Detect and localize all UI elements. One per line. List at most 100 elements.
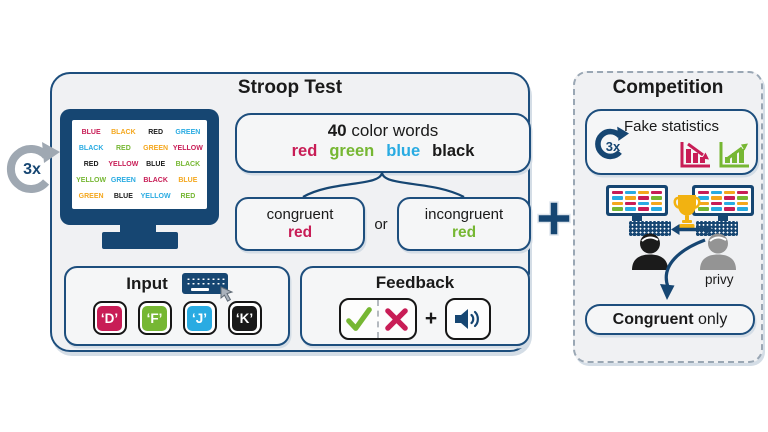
input-box: Input ‘D’ ‘F’ ‘J’ ‘K’ <box>64 266 290 346</box>
screen-cell <box>651 207 662 211</box>
keycap-label: ‘J’ <box>187 305 212 331</box>
repeat-count: 3x <box>23 161 41 178</box>
branch-connector-icon <box>302 171 465 198</box>
keyboard-spacebar <box>190 288 209 291</box>
right-monitor-screen <box>695 188 751 213</box>
response-key-row: ‘D’ ‘F’ ‘J’ ‘K’ <box>66 301 288 335</box>
screen-cell <box>625 196 636 200</box>
screen-cell <box>711 207 722 211</box>
color-word: red <box>291 142 318 160</box>
screen-cell <box>651 201 662 205</box>
stroop-word: BLUE <box>113 192 133 200</box>
stroop-word: GREEN <box>175 129 201 137</box>
screen-cell <box>612 190 623 194</box>
keycap-label: ‘K’ <box>232 305 257 331</box>
stroop-word: BLACK <box>143 176 168 184</box>
screen-cell <box>737 190 748 194</box>
screen-cell <box>698 201 709 205</box>
screen-cell <box>711 196 722 200</box>
screen-cell <box>724 196 735 200</box>
feedback-title: Feedback <box>375 273 455 292</box>
rising-chart-icon <box>719 142 749 168</box>
stroop-word: GREEN <box>143 145 169 153</box>
stroop-word: RED <box>115 145 131 153</box>
congruent-box: congruent red <box>235 197 365 251</box>
stroop-title: Stroop Test <box>237 77 343 98</box>
keycap-label: ‘D’ <box>97 305 122 331</box>
fake-statistics-box: Fake statistics 3x <box>585 109 758 175</box>
screen-cell <box>651 190 662 194</box>
screen-cell <box>638 196 649 200</box>
stroop-word: GREEN <box>110 176 136 184</box>
screen-cell <box>612 201 623 205</box>
screen-cell <box>711 190 722 194</box>
screen-cell <box>724 201 735 205</box>
fake-statistics-label: Fake statistics <box>624 118 720 135</box>
screen-cell <box>651 196 662 200</box>
feedback-box: Feedback + <box>300 266 530 346</box>
screen-cell <box>638 190 649 194</box>
speaker-panel <box>445 298 492 340</box>
monitor-base <box>102 232 178 249</box>
competition-title: Competition <box>612 77 724 98</box>
or-label: or <box>374 215 388 233</box>
speaker-icon <box>455 309 480 329</box>
stroop-word: YELLOW <box>172 145 203 153</box>
keycap-label: ‘F’ <box>142 305 167 331</box>
incongruent-word: red <box>451 223 477 241</box>
keyboard-icon <box>181 273 234 302</box>
left-monitor-screen <box>609 188 665 213</box>
cursor-icon <box>220 286 234 302</box>
color-word: black <box>432 142 475 160</box>
stroop-word: YELLOW <box>108 160 139 168</box>
forty-rest: color words <box>346 121 439 140</box>
keycap-f: ‘F’ <box>137 301 172 335</box>
screen-cell <box>625 207 636 211</box>
congruent-only-bold: Congruent <box>612 310 694 328</box>
incongruent-label: incongruent <box>424 206 504 224</box>
congruent-label: congruent <box>266 206 334 224</box>
repeat-arrow-icon <box>6 142 60 193</box>
trophy-icon <box>673 195 701 229</box>
stroop-word: BLUE <box>178 176 198 184</box>
stroop-word: BLACK <box>78 145 104 153</box>
check-icon <box>346 307 372 331</box>
stroop-word: BLACK <box>175 160 201 168</box>
incongruent-box: incongruent red <box>397 197 531 251</box>
forty-title: 40 color words <box>237 121 529 141</box>
right-monitor-stand <box>718 214 728 221</box>
stroop-word: BLUE <box>146 160 166 168</box>
screen-cell <box>625 201 636 205</box>
stroop-word: RED <box>148 129 164 137</box>
screen-cell <box>724 207 735 211</box>
stroop-word: RED <box>83 160 99 168</box>
stroop-test-panel: Stroop Test BLUE BLACK RED GREEN BLACK RED GRE… <box>50 72 531 352</box>
screen-cell <box>737 207 748 211</box>
input-title: Input <box>126 273 168 293</box>
privy-arrow-icon <box>660 238 706 300</box>
keycap-k: ‘K’ <box>227 301 262 335</box>
color-word: green <box>329 142 375 160</box>
left-monitor-stand <box>632 214 642 221</box>
screen-cell <box>737 201 748 205</box>
repeat-count: 3x <box>605 138 621 154</box>
screen-cell <box>612 196 623 200</box>
plus-separator-icon <box>537 200 571 236</box>
right-monitor-icon <box>692 185 754 216</box>
left-keyboard-icon <box>629 221 671 236</box>
keyboard-keys <box>184 276 225 287</box>
stroop-word: YELLOW <box>76 176 107 184</box>
screen-cell <box>638 201 649 205</box>
monitor-stand <box>120 224 156 233</box>
stroop-word: RED <box>180 192 196 200</box>
stroop-word: YELLOW <box>140 192 171 200</box>
screen-cell <box>625 190 636 194</box>
competition-panel: Competition Fake statistics 3x <box>573 71 763 363</box>
congruent-only-rest: only <box>693 310 728 328</box>
versus-arrow-icon <box>671 224 713 235</box>
keycap-j: ‘J’ <box>182 301 217 335</box>
